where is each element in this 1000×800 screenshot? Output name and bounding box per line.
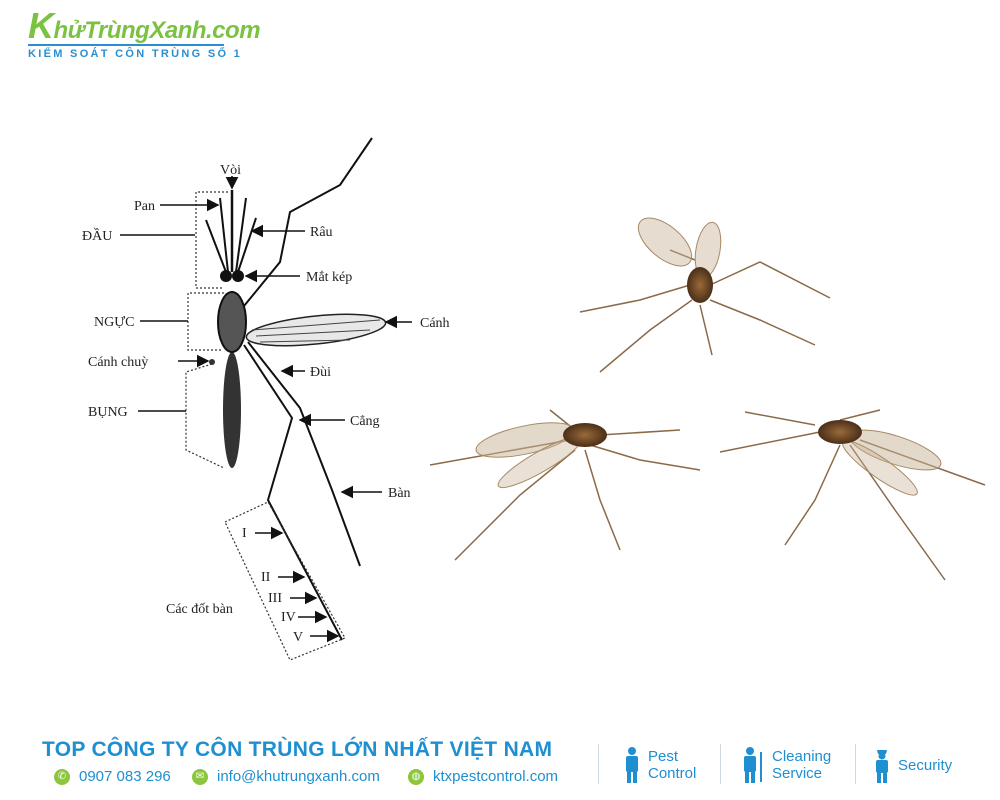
divider <box>598 744 599 784</box>
label-palp: Pan <box>134 199 155 214</box>
service-label: Control <box>648 765 697 782</box>
contact-email[interactable]: ✉ info@khutrungxanh.com <box>192 768 380 785</box>
label-segment-2: II <box>261 570 271 585</box>
diagram-haltere <box>209 359 215 365</box>
service-label: Cleaning <box>772 748 832 765</box>
logo-tagline: KIỂM SOÁT CÔN TRÙNG SỐ 1 <box>28 48 243 60</box>
label-antenna: Râu <box>310 225 333 240</box>
label-segment-4: IV <box>281 610 296 625</box>
brand-logo[interactable]: KhửTrùngXanh.com KIỂM SOÁT CÔN TRÙNG SỐ … <box>28 8 261 60</box>
service-label: Security <box>898 756 953 774</box>
cleaning-worker-icon <box>744 747 762 783</box>
service-label: Service <box>772 765 823 782</box>
label-segment-1: I <box>242 526 247 541</box>
label-thorax: NGỰC <box>94 315 134 330</box>
logo-initial: K <box>28 5 54 46</box>
label-abdomen: BỤNG <box>88 405 128 420</box>
label-segment-3: III <box>268 591 282 606</box>
security-guard-icon <box>876 750 888 783</box>
divider <box>720 744 721 784</box>
mosquito-photo-right <box>719 409 986 581</box>
label-proboscis: Vòi <box>220 163 241 178</box>
service-label: Pest <box>648 748 679 765</box>
label-tarsal-segments: Các đốt bàn <box>166 602 233 617</box>
globe-icon: ◍ <box>408 768 424 785</box>
diagram-eye <box>232 270 244 282</box>
pest-control-worker-icon <box>626 747 638 783</box>
label-segment-5: V <box>293 630 303 645</box>
label-pointers <box>120 176 412 643</box>
mosquito-photo-top <box>579 217 831 373</box>
label-femur: Đùi <box>310 365 331 380</box>
diagram-abdomen <box>223 352 241 468</box>
logo-text: hửTrùngXanh.com <box>53 17 261 44</box>
label-tarsus: Bàn <box>388 486 411 501</box>
label-head: ĐẦU <box>82 227 112 244</box>
wing-veins <box>251 319 381 343</box>
contact-phone[interactable]: ✆ 0907 083 296 <box>54 768 171 785</box>
email-text: info@khutrungxanh.com <box>217 768 380 785</box>
phone-icon: ✆ <box>54 768 70 785</box>
label-compound-eye: Mắt kép <box>306 270 352 285</box>
phone-text: 0907 083 296 <box>79 768 171 785</box>
footer-banner: TOP CÔNG TY CÔN TRÙNG LỚN NHẤT VIỆT NAM … <box>0 732 1000 800</box>
contact-website[interactable]: ◍ ktxpestcontrol.com <box>408 768 558 785</box>
label-haltere: Cánh chuỳ <box>88 355 148 370</box>
mosquito-photo-left <box>429 409 701 561</box>
website-text: ktxpestcontrol.com <box>433 768 559 785</box>
diagram-thorax <box>217 291 247 353</box>
diagram-mosquito <box>205 137 373 641</box>
diagram-eye <box>220 270 232 282</box>
label-tibia: Cẳng <box>350 414 380 429</box>
label-wing: Cánh <box>420 316 450 331</box>
logo-wordmark: KhửTrùngXanh.com <box>28 8 261 45</box>
service-security[interactable]: Security <box>872 746 952 784</box>
divider <box>855 744 856 784</box>
region-brackets <box>185 191 346 661</box>
logo-underline <box>28 44 224 46</box>
mail-icon: ✉ <box>192 768 208 785</box>
mosquito-anatomy-diagram: Vòi Pan ĐẦU Râu Mắt kép NGỰC Cánh Cánh c… <box>82 137 986 661</box>
footer-title: TOP CÔNG TY CÔN TRÙNG LỚN NHẤT VIỆT NAM <box>42 738 553 761</box>
